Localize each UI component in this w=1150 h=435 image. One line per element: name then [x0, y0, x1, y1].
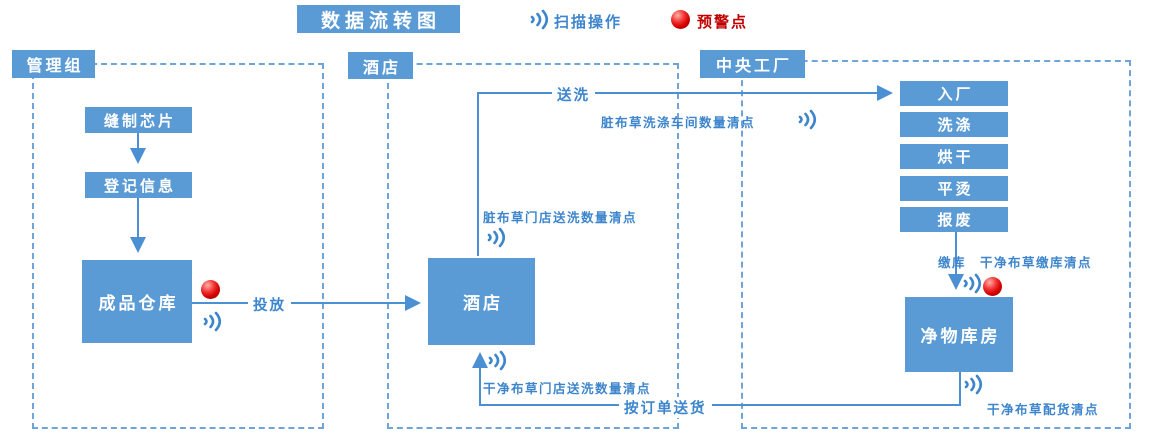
stock-in-label-row: 缴库 干净布草缴库清点	[938, 252, 1092, 271]
node-sew-chip-text: 缝制芯片	[103, 112, 176, 130]
section-header-management-text: 管理组	[26, 58, 84, 75]
node-scrap: 报废	[900, 207, 1008, 232]
scan-label-workshop-count: 脏布草洗涤车间数量清点	[601, 116, 756, 130]
alert-dot-finished-warehouse	[201, 280, 220, 299]
edge-label-deliver: 投放	[248, 294, 291, 315]
node-clean-warehouse-text: 净物库房	[920, 327, 1001, 346]
alert-dot-icon	[671, 10, 690, 29]
edge-label-stock-in: 缴库	[938, 256, 967, 270]
edge-label-order-delivery: 按订单送货	[619, 397, 712, 418]
section-header-factory-text: 中央工厂	[715, 58, 792, 75]
node-flat-ironing: 平烫	[900, 176, 1008, 201]
node-clean-warehouse: 净物库房	[905, 297, 1013, 372]
node-scrap-text: 报废	[937, 212, 974, 229]
scan-icon-finished-warehouse	[203, 311, 222, 332]
factory-section-frame	[741, 60, 1131, 429]
scan-icon-workshop	[798, 109, 817, 130]
node-hotel: 酒店	[428, 258, 535, 345]
node-washing: 洗涤	[900, 112, 1008, 137]
legend-scan-label: 扫描操作	[554, 14, 623, 31]
hotel-section-frame	[387, 63, 679, 429]
scan-icon-distribution	[964, 374, 983, 395]
node-hotel-text: 酒店	[463, 294, 503, 313]
scan-label-stock-in-count: 干净布草缴库清点	[980, 256, 1093, 270]
scan-label-dirty-store-count: 脏布草门店送洗数量清点	[483, 211, 638, 225]
node-register-info: 登记信息	[85, 172, 192, 198]
scan-icon-dirty-store	[487, 227, 506, 248]
section-header-hotel: 酒店	[348, 52, 413, 79]
alert-dot-stock-in	[983, 277, 1002, 296]
node-flat-ironing-text: 平烫	[937, 181, 974, 198]
node-finished-warehouse: 成品仓库	[82, 260, 192, 343]
node-register-info-text: 登记信息	[103, 177, 176, 195]
section-header-management: 管理组	[12, 50, 95, 78]
scan-icon-stock-in	[963, 273, 982, 294]
scan-label-distribution-count: 干净布草配货清点	[987, 403, 1100, 417]
legend-alert-label: 预警点	[697, 14, 749, 31]
diagram-title-text: 数据流转图	[320, 10, 441, 32]
node-drying: 烘干	[900, 144, 1008, 169]
scan-icon	[530, 9, 549, 30]
node-sew-chip: 缝制芯片	[85, 107, 192, 133]
scan-icon-clean-store	[488, 350, 507, 371]
diagram-title: 数据流转图	[297, 5, 460, 33]
management-section-frame	[32, 63, 324, 429]
node-drying-text: 烘干	[937, 149, 974, 166]
edge-label-send-wash: 送洗	[552, 84, 595, 105]
node-finished-warehouse-text: 成品仓库	[98, 294, 179, 313]
node-in-factory: 入厂	[900, 81, 1008, 106]
section-header-hotel-text: 酒店	[362, 59, 401, 77]
node-in-factory-text: 入厂	[937, 86, 974, 103]
node-washing-text: 洗涤	[937, 117, 974, 134]
section-header-factory: 中央工厂	[700, 50, 805, 78]
scan-label-clean-store-count: 干净布草门店送洗数量清点	[483, 382, 652, 396]
